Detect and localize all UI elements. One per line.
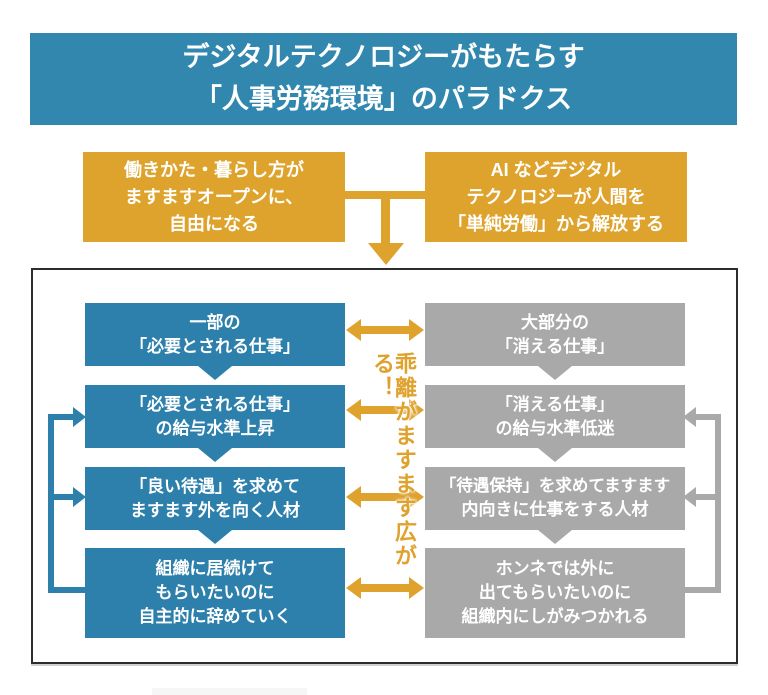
double-arrow-icon [346, 577, 424, 599]
cause-right-line-3: 「単純労働」から解放する [448, 213, 664, 234]
left-arrowhead-icon [683, 487, 696, 507]
right-loop-branch-mid [695, 494, 721, 500]
gray-box-2-line-1: 「消える仕事」 [495, 394, 615, 414]
down-tail-icon [198, 530, 232, 544]
gray-box-wage-stagnation: 「消える仕事」 の給与水準低迷 [425, 385, 685, 448]
title-line-1: デジタルテクノロジーがもたらす [182, 42, 585, 73]
right-loop-branch-bottom [682, 587, 721, 593]
gray-box-4-line-3: 組織内にしがみつかれる [461, 606, 649, 626]
blue-box-wage-rise: 「必要とされる仕事」 の給与水準上昇 [85, 385, 345, 448]
down-tail-icon [538, 366, 572, 380]
gray-box-4-line-2: 出てもらいたいのに [478, 583, 632, 603]
blue-box-1-line-1: 一部の [189, 312, 241, 332]
blue-box-2-line-1: 「必要とされる仕事」 [130, 394, 300, 414]
blue-box-3-line-1: 「良い待遇」を求めて [130, 476, 300, 496]
blue-box-4-line-3: 自主的に辞めていく [138, 606, 292, 626]
widening-gap-label: 乖離がますます広がる！ [370, 352, 417, 568]
double-arrow-icon [346, 486, 424, 508]
down-arrow-icon [368, 243, 404, 265]
blue-box-3-line-2: ますます外を向く人材 [130, 500, 300, 520]
left-arrowhead-icon [683, 407, 696, 427]
paradox-frame [31, 268, 738, 664]
blue-box-needed-jobs: 一部の 「必要とされる仕事」 [85, 303, 345, 366]
gray-box-clinging-staff: ホンネでは外に 出てもらいたいのに 組織内にしがみつかれる [425, 548, 685, 638]
title-banner: デジタルテクノロジーがもたらす 「人事労務環境」のパラドクス [30, 33, 737, 125]
cause-left-line-3: 自由になる [169, 213, 259, 234]
gray-box-3-line-1: 「待遇保持」を求めてますます [439, 477, 671, 496]
right-arrowhead-icon [73, 407, 86, 427]
gray-box-3-line-2: 内向きに仕事をする人材 [461, 500, 649, 520]
double-arrow-icon [346, 399, 424, 421]
down-tail-icon [538, 448, 572, 462]
cause-left-line-2: ますますオープンに、 [124, 186, 304, 207]
gray-box-1-line-2: 「消える仕事」 [495, 336, 615, 356]
left-loop-branch-top [48, 414, 74, 420]
down-tail-icon [198, 366, 232, 380]
left-loop-line [48, 414, 54, 593]
right-loop-branch-top [695, 414, 721, 420]
gray-box-4-line-1: ホンネでは外に [495, 559, 615, 579]
blue-box-4-line-2: もらいたいのに [155, 583, 275, 603]
left-loop-branch-mid [48, 494, 74, 500]
double-arrow-icon [346, 319, 424, 341]
down-tail-icon [538, 530, 572, 544]
blue-box-1-line-2: 「必要とされる仕事」 [130, 336, 300, 356]
right-arrowhead-icon [73, 487, 86, 507]
gray-box-inward-talent: 「待遇保持」を求めてますます 内向きに仕事をする人材 [425, 467, 685, 530]
gray-box-1-line-1: 大部分の [521, 312, 589, 332]
right-loop-line [715, 414, 721, 593]
connector-vertical-stem [381, 191, 390, 244]
title-line-2: 「人事労務環境」のパラドクス [194, 84, 573, 114]
cause-box-ai-liberation: AI などデジタル テクノロジーが人間を 「単純労働」から解放する [425, 152, 687, 242]
cause-right-line-1: AI などデジタル [490, 159, 622, 180]
blue-box-4-line-1: 組織に居続けて [155, 559, 275, 579]
blue-box-2-line-2: の給与水準上昇 [155, 418, 275, 438]
cause-box-open-lifestyle: 働きかた・暮らし方が ますますオープンに、 自由になる [83, 152, 345, 242]
left-loop-branch-bottom [48, 587, 87, 593]
cause-left-line-1: 働きかた・暮らし方が [124, 159, 304, 180]
cropped-artifact [152, 688, 307, 695]
cause-right-line-2: テクノロジーが人間を [466, 186, 646, 207]
blue-box-voluntary-leave: 組織に居続けて もらいたいのに 自主的に辞めていく [85, 548, 345, 638]
gray-box-disappearing-jobs: 大部分の 「消える仕事」 [425, 303, 685, 366]
blue-box-outward-talent: 「良い待遇」を求めて ますます外を向く人材 [85, 467, 345, 530]
down-tail-icon [198, 448, 232, 462]
gray-box-2-line-2: の給与水準低迷 [495, 418, 615, 438]
